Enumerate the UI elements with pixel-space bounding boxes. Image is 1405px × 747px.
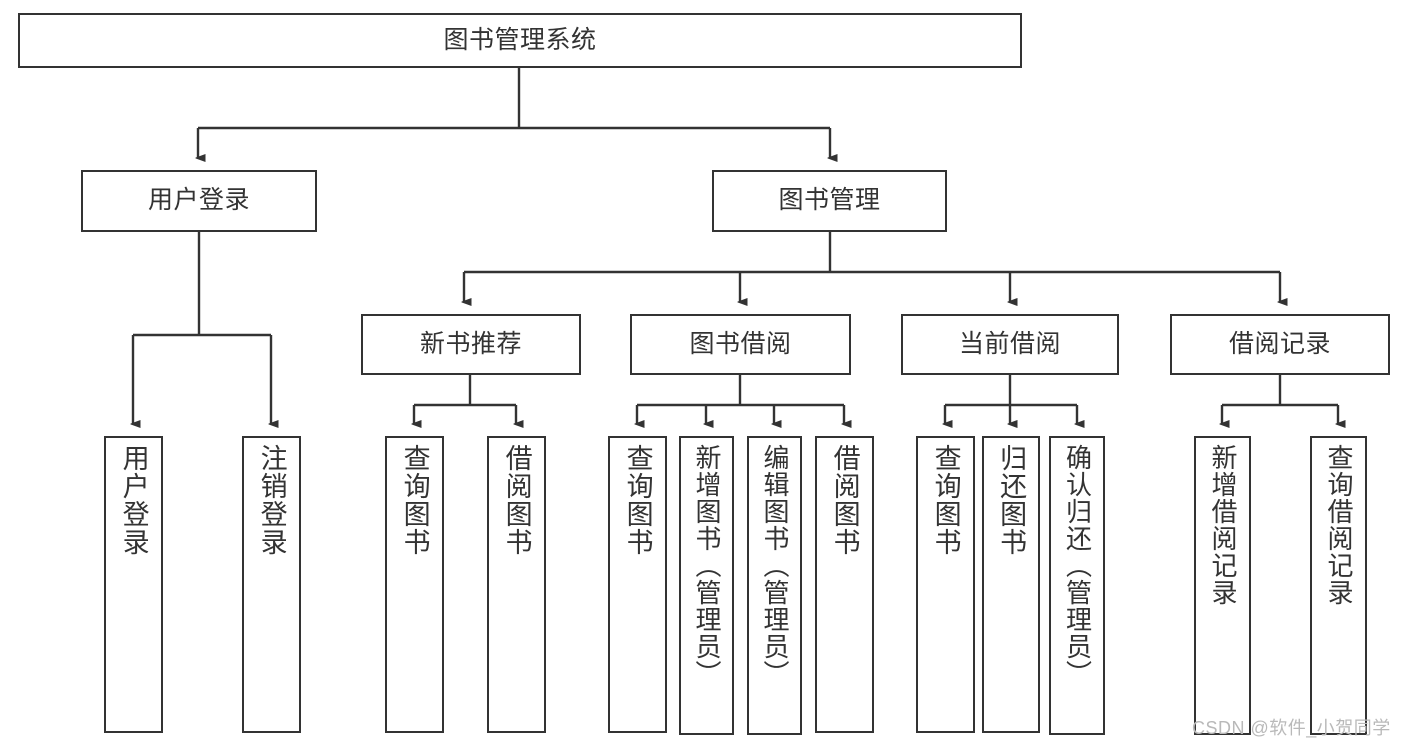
node-leaf-user-login[interactable]: 用户登录	[104, 436, 163, 733]
node-leaf-confirm-return-label: 确认归还（管理员）	[1062, 444, 1093, 687]
node-leaf-add-book-label: 新增图书（管理员）	[692, 444, 723, 687]
node-root[interactable]: 图书管理系统	[18, 13, 1022, 68]
node-leaf-add-book[interactable]: 新增图书（管理员）	[679, 436, 734, 735]
node-user-login-label: 用户登录	[147, 186, 250, 215]
node-leaf-user-logout[interactable]: 注销登录	[242, 436, 301, 733]
node-root-label: 图书管理系统	[443, 25, 597, 54]
node-leaf-query-record-label: 查询借阅记录	[1324, 444, 1355, 606]
node-leaf-user-login-label: 用户登录	[118, 444, 149, 556]
node-leaf-query-book-2-label: 查询图书	[622, 444, 653, 556]
node-leaf-confirm-return[interactable]: 确认归还（管理员）	[1049, 436, 1105, 735]
node-leaf-query-book-1-label: 查询图书	[399, 444, 430, 556]
node-current-borrow-label: 当前借阅	[958, 329, 1061, 358]
node-borrow-record[interactable]: 借阅记录	[1170, 314, 1390, 375]
node-leaf-return-book-label: 归还图书	[996, 444, 1027, 556]
node-new-book-recommend-label: 新书推荐	[419, 329, 522, 358]
node-leaf-add-record[interactable]: 新增借阅记录	[1194, 436, 1251, 735]
node-new-book-recommend[interactable]: 新书推荐	[361, 314, 581, 375]
node-user-login[interactable]: 用户登录	[81, 170, 317, 232]
node-leaf-borrow-book-2[interactable]: 借阅图书	[815, 436, 874, 733]
node-leaf-user-logout-label: 注销登录	[256, 444, 287, 556]
node-leaf-query-book-3-label: 查询图书	[930, 444, 961, 556]
node-borrow-record-label: 借阅记录	[1228, 329, 1331, 358]
node-leaf-borrow-book-2-label: 借阅图书	[829, 444, 860, 556]
node-leaf-add-record-label: 新增借阅记录	[1208, 444, 1239, 606]
node-leaf-query-book-3[interactable]: 查询图书	[916, 436, 975, 733]
node-leaf-query-book-1[interactable]: 查询图书	[385, 436, 444, 733]
node-leaf-borrow-book-1[interactable]: 借阅图书	[487, 436, 546, 733]
node-leaf-edit-book[interactable]: 编辑图书（管理员）	[747, 436, 802, 735]
node-book-management-label: 图书管理	[778, 186, 881, 215]
node-current-borrow[interactable]: 当前借阅	[901, 314, 1119, 375]
node-book-borrow-label: 图书借阅	[689, 329, 792, 358]
node-leaf-edit-book-label: 编辑图书（管理员）	[760, 444, 791, 687]
node-leaf-query-book-2[interactable]: 查询图书	[608, 436, 667, 733]
node-leaf-return-book[interactable]: 归还图书	[982, 436, 1040, 733]
node-book-management[interactable]: 图书管理	[712, 170, 947, 232]
node-leaf-borrow-book-1-label: 借阅图书	[501, 444, 532, 556]
node-leaf-query-record[interactable]: 查询借阅记录	[1310, 436, 1367, 735]
watermark: CSDN @软件_小贺同学	[1192, 718, 1391, 738]
node-book-borrow[interactable]: 图书借阅	[630, 314, 851, 375]
